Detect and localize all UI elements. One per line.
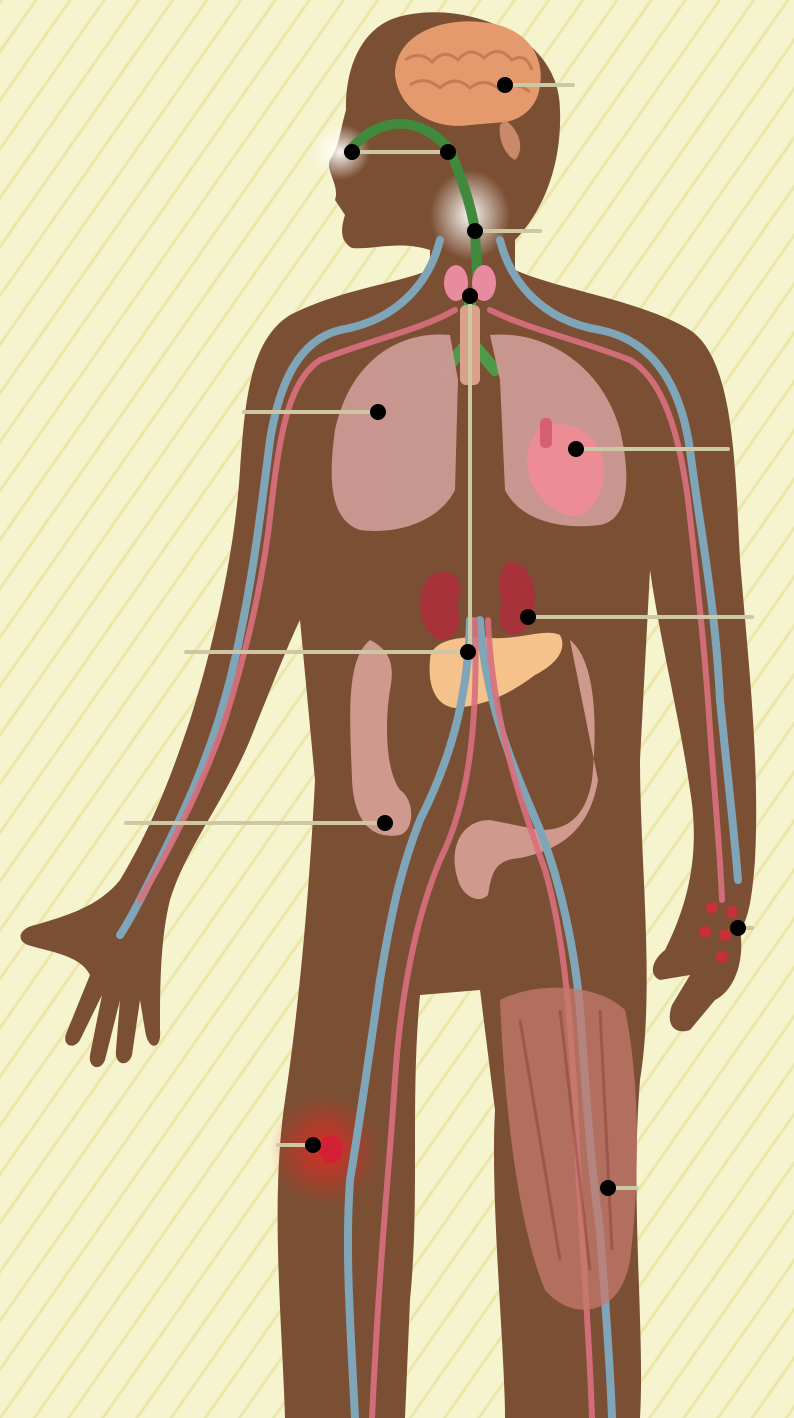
- marker-pancreas: [460, 644, 476, 660]
- marker-nose: [344, 144, 360, 160]
- wound-icon: [319, 1135, 343, 1163]
- marker-thyroid: [462, 288, 478, 304]
- marker-kidneys: [520, 609, 536, 625]
- marker-pharynx: [467, 223, 483, 239]
- marker-skin: [730, 920, 746, 936]
- marker-wound: [305, 1137, 321, 1153]
- marker-leg: [600, 1180, 616, 1196]
- marker-brain: [497, 77, 513, 93]
- marker-sinus: [440, 144, 456, 160]
- marker-heart: [568, 441, 584, 457]
- marker-lungs: [370, 404, 386, 420]
- marker-intestines: [377, 815, 393, 831]
